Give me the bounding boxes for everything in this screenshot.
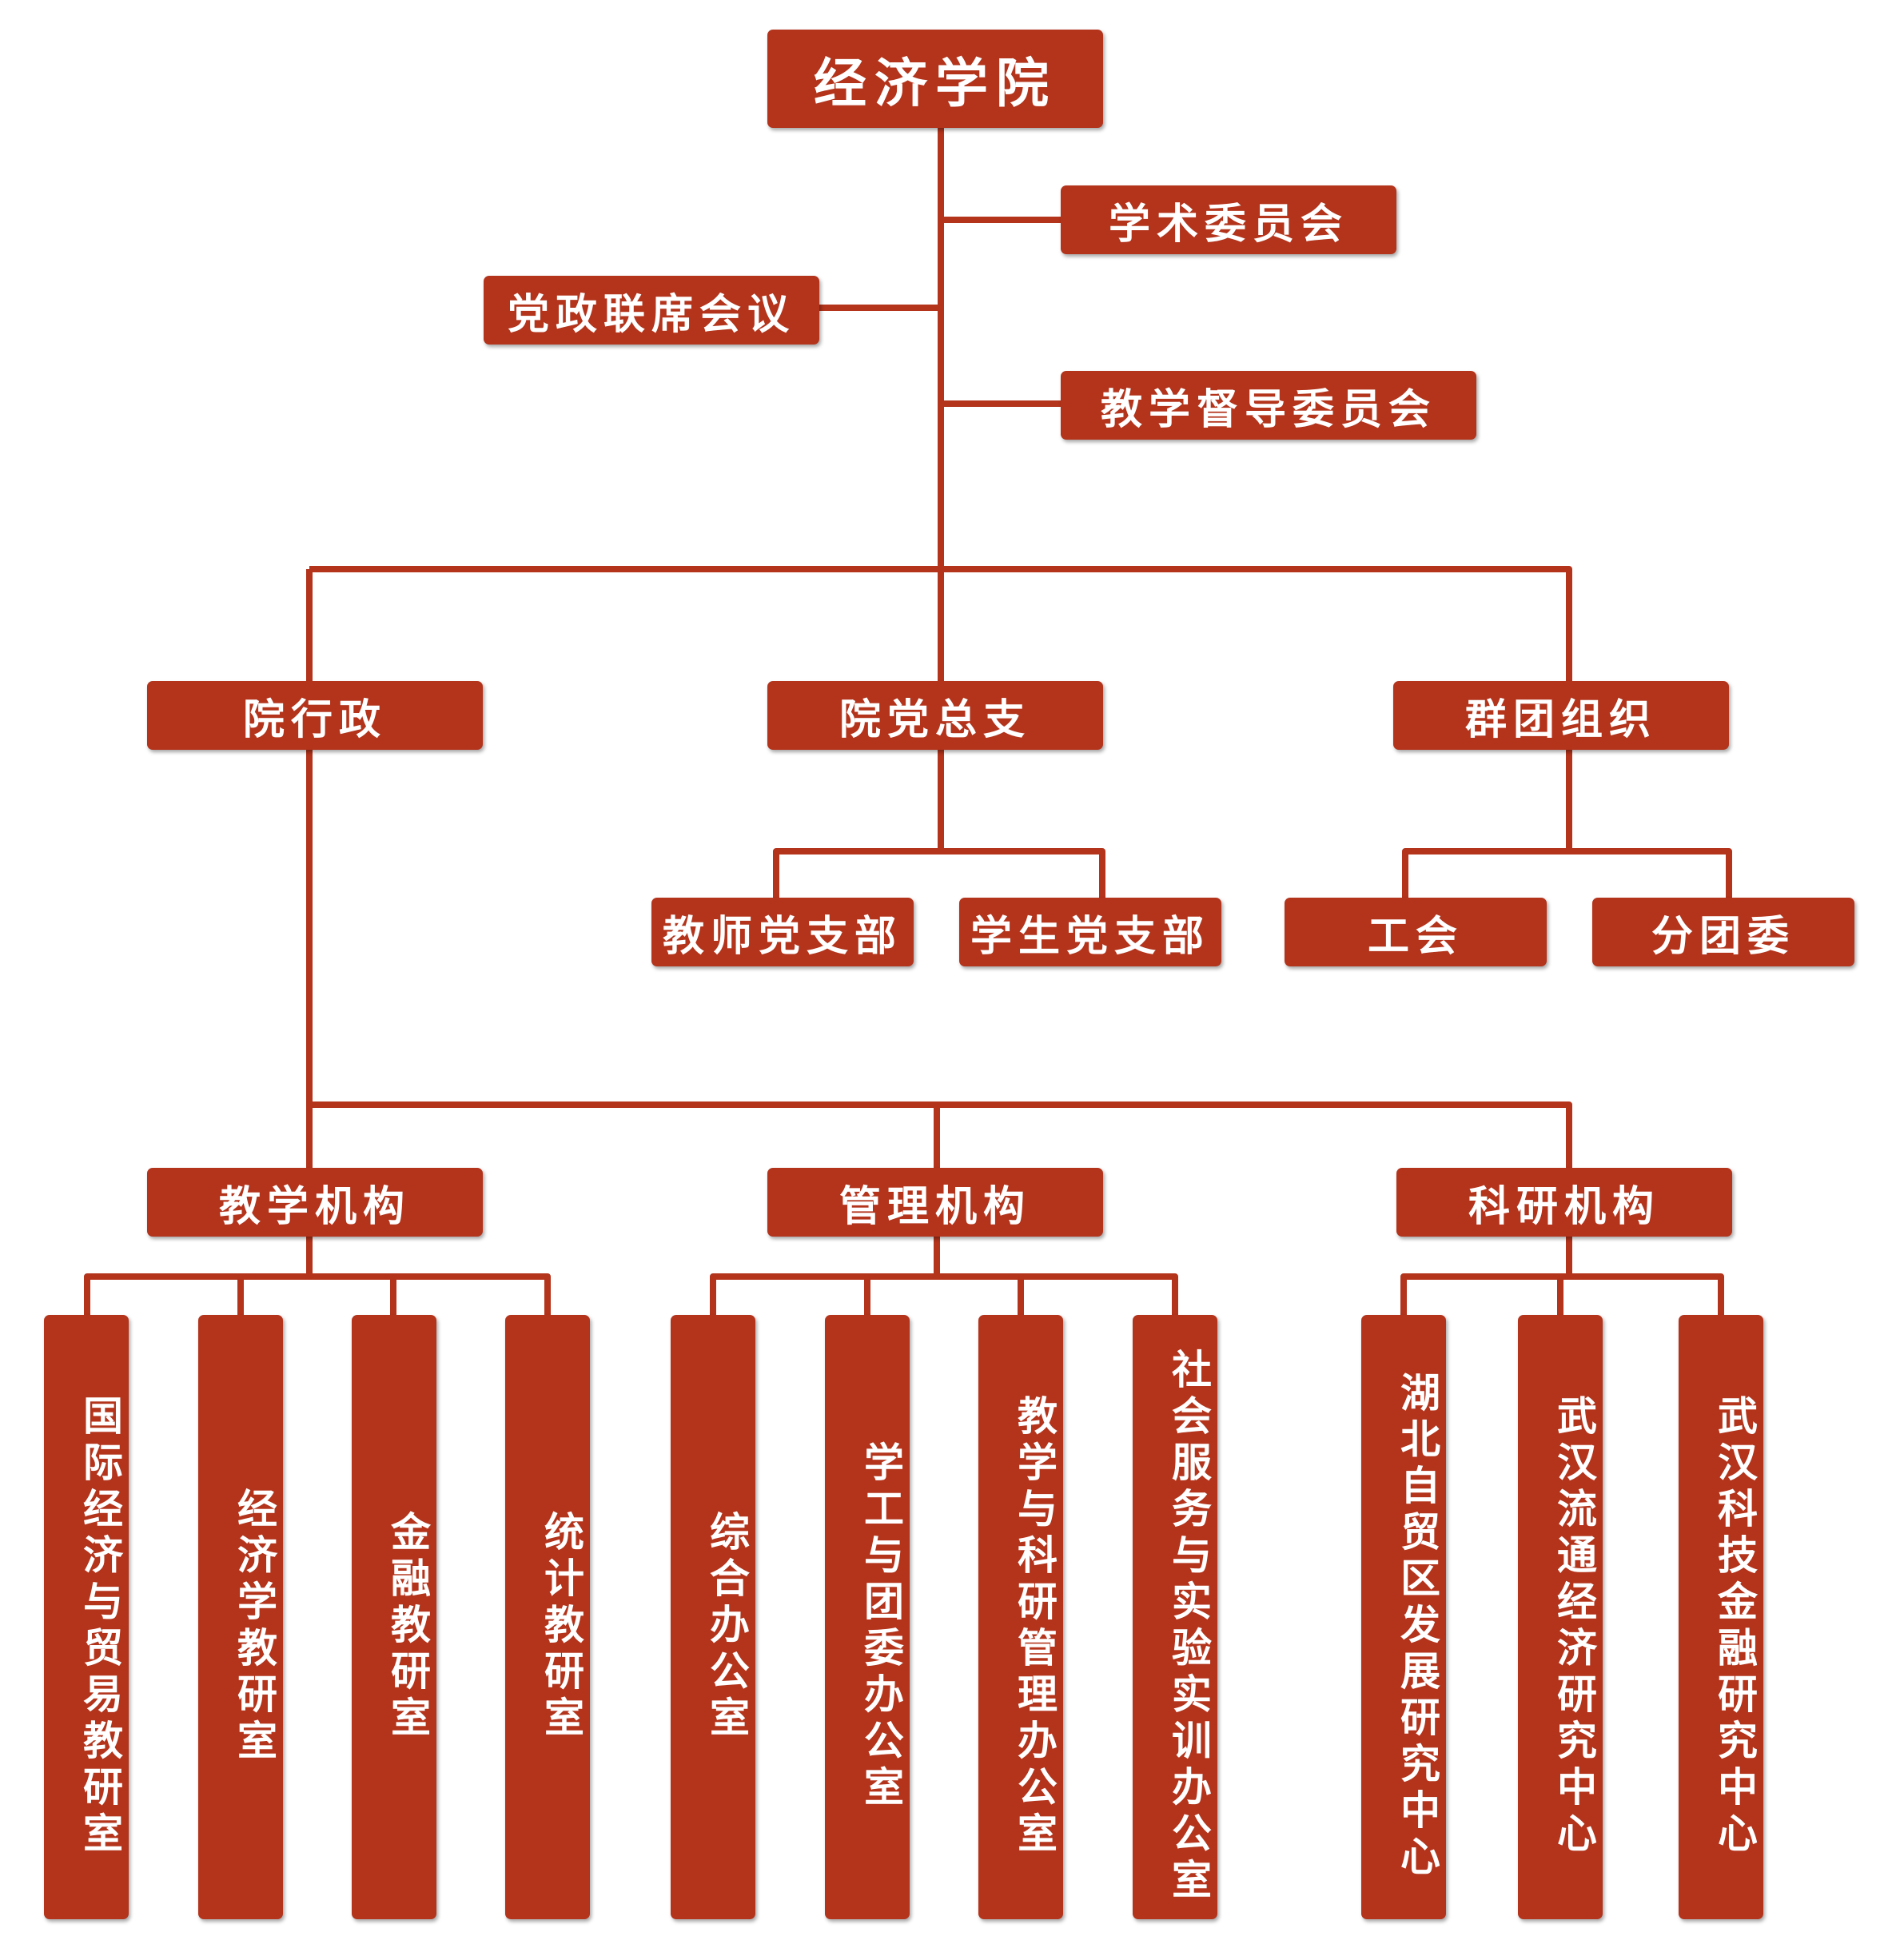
teaching-unit-3-label: 金融教研室 (384, 1511, 431, 1743)
party-branch-node: 院党总支 (767, 681, 1103, 750)
management-unit-1-label: 综合办公室 (703, 1511, 750, 1743)
teaching-unit-3: 金融教研室 (352, 1315, 436, 1919)
level2-bus (309, 566, 1572, 683)
mass-org-branch-node: 群团组织 (1393, 681, 1729, 750)
labor-union-node: 工会 (1285, 898, 1547, 966)
teaching-unit-2-label: 经济学教研室 (231, 1488, 277, 1766)
research-unit-1: 湖北自贸区发展研究中心 (1361, 1315, 1446, 1919)
mass-org-branch-label: 群团组织 (1464, 695, 1657, 744)
research-unit-2-label: 武汉流通经济研究中心 (1551, 1395, 1597, 1858)
research-unit-2: 武汉流通经济研究中心 (1518, 1315, 1603, 1919)
research-unit-1-label: 湖北自贸区发展研究中心 (1394, 1372, 1440, 1882)
labor-union-label: 工会 (1367, 912, 1464, 961)
management-unit-3-label: 教学与科研管理办公室 (1011, 1395, 1058, 1858)
root-node: 经济学院 (767, 30, 1103, 128)
admin-branch-node: 院行政 (147, 681, 483, 750)
management-units-bus (710, 1273, 1178, 1319)
youth-league-committee-label: 分团委 (1651, 912, 1795, 961)
research-category-node: 科研机构 (1396, 1168, 1732, 1237)
teacher-party-branch-node: 教师党支部 (651, 898, 914, 966)
student-party-branch-node: 学生党支部 (959, 898, 1221, 966)
student-party-branch-label: 学生党支部 (970, 912, 1210, 961)
party-admin-meeting-label: 党政联席会议 (507, 290, 795, 339)
management-unit-4-label: 社会服务与实验实训办公室 (1165, 1348, 1212, 1905)
mass-children-bus (1402, 848, 1732, 899)
academic-committee-node: 学术委员会 (1061, 185, 1396, 254)
party-branch-label: 院党总支 (838, 695, 1031, 744)
academic-committee-label: 学术委员会 (1108, 200, 1348, 249)
teaching-category-node: 教学机构 (147, 1168, 483, 1237)
category-bus (309, 1101, 1572, 1171)
management-unit-1: 综合办公室 (671, 1315, 755, 1919)
root-label: 经济学院 (814, 52, 1057, 114)
teaching-units-bus (84, 1273, 551, 1319)
teaching-supervision-committee-node: 教学督导委员会 (1061, 371, 1476, 440)
teaching-unit-1: 国际经济与贸易教研室 (44, 1315, 129, 1919)
teaching-unit-1-label: 国际经济与贸易教研室 (77, 1395, 123, 1858)
party-admin-meeting-node: 党政联席会议 (484, 276, 819, 345)
management-unit-2: 学工与团委办公室 (825, 1315, 910, 1919)
party-children-bus (773, 848, 1105, 899)
admin-branch-label: 院行政 (242, 695, 387, 744)
youth-league-committee-node: 分团委 (1592, 898, 1854, 966)
teaching-unit-4: 统计教研室 (505, 1315, 590, 1919)
management-unit-3: 教学与科研管理办公室 (978, 1315, 1063, 1919)
research-unit-3: 武汉科技金融研究中心 (1679, 1315, 1763, 1919)
teaching-unit-2: 经济学教研室 (198, 1315, 283, 1919)
research-unit-3-label: 武汉科技金融研究中心 (1711, 1395, 1758, 1858)
teaching-unit-4-label: 统计教研室 (538, 1511, 584, 1743)
teacher-party-branch-label: 教师党支部 (662, 912, 902, 961)
management-unit-4: 社会服务与实验实训办公室 (1133, 1315, 1217, 1919)
research-category-label: 科研机构 (1468, 1182, 1660, 1231)
management-category-node: 管理机构 (767, 1168, 1103, 1237)
teaching-category-label: 教学机构 (218, 1182, 411, 1231)
teaching-supervision-committee-label: 教学督导委员会 (1100, 385, 1436, 434)
management-category-label: 管理机构 (838, 1182, 1031, 1231)
management-unit-2-label: 学工与团委办公室 (858, 1441, 904, 1812)
